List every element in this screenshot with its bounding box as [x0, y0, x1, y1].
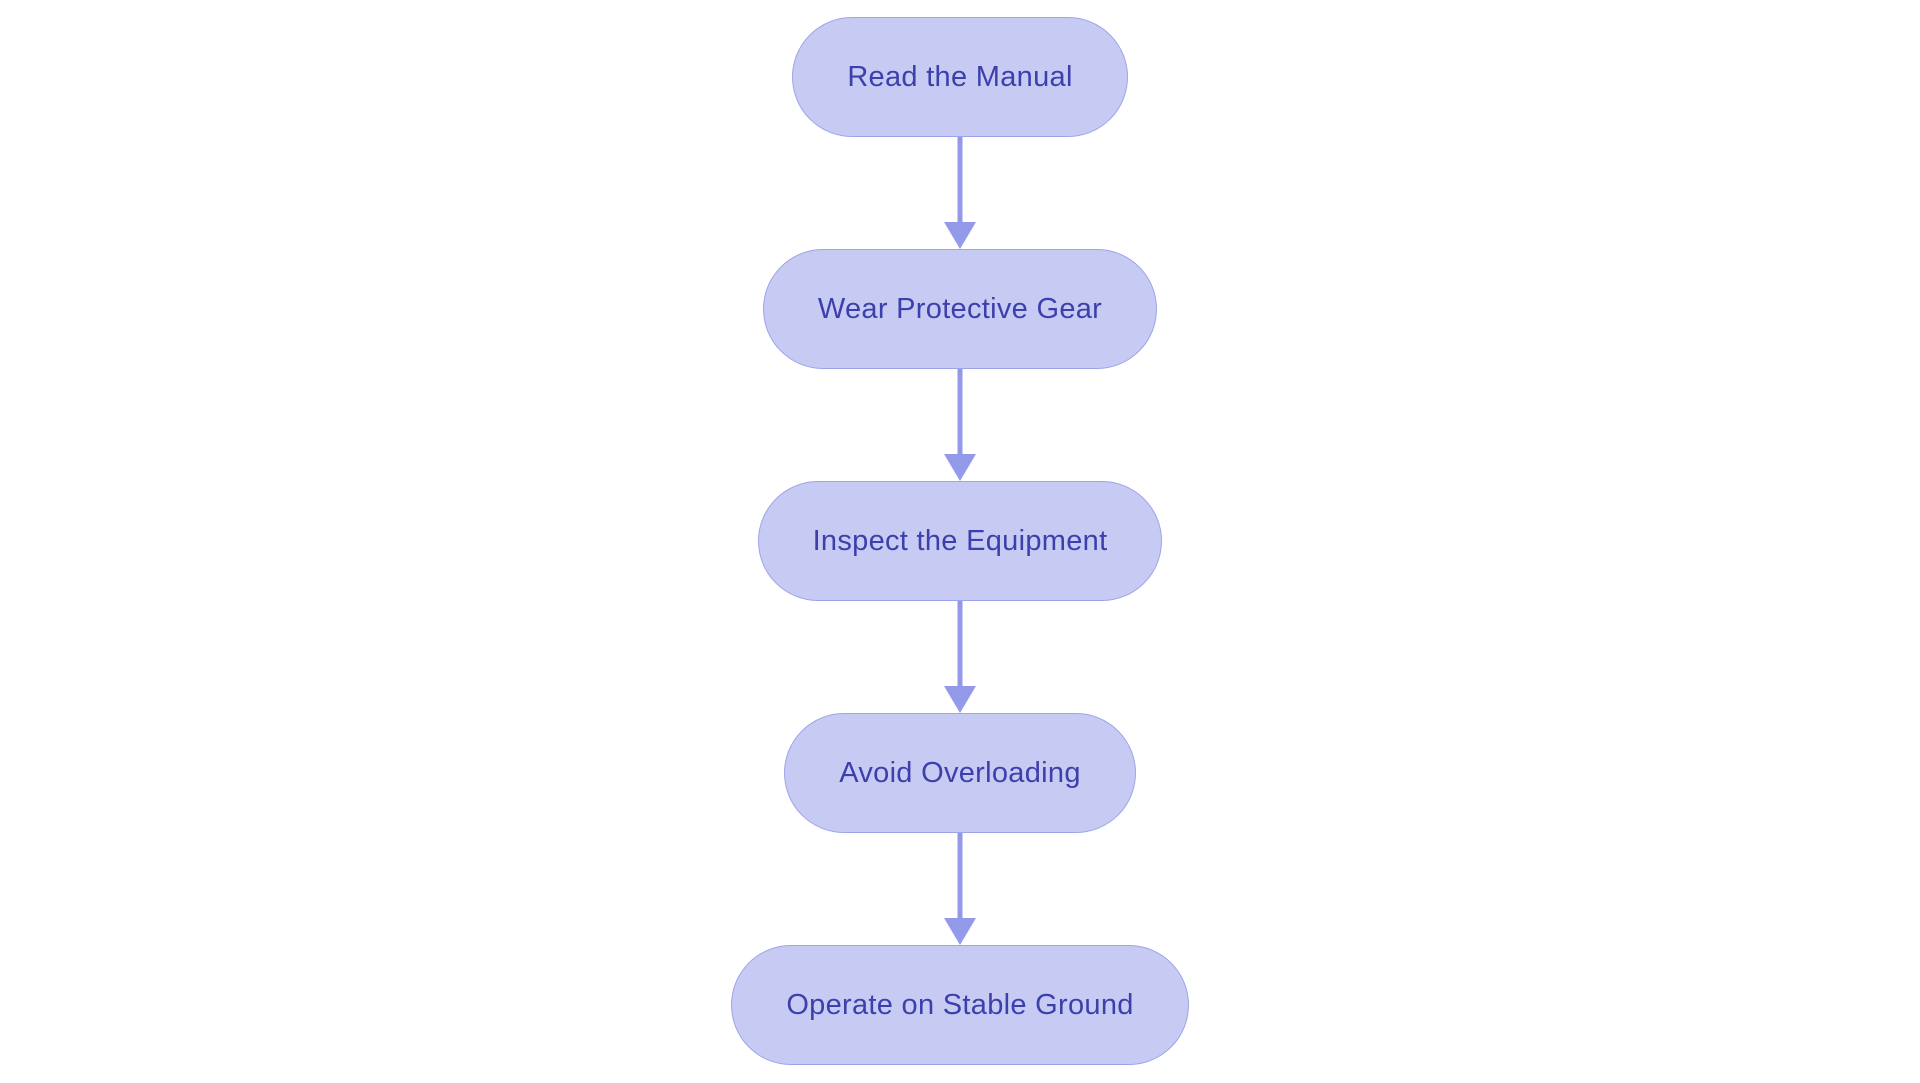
- flow-node-label: Inspect the Equipment: [812, 524, 1108, 557]
- flow-arrow: [943, 833, 977, 945]
- arrow-line-shape: [957, 601, 963, 687]
- arrow-head-icon: [944, 686, 976, 713]
- flow-arrow: [943, 601, 977, 713]
- arrow-head-icon: [944, 918, 976, 945]
- flow-node-label: Avoid Overloading: [839, 756, 1081, 789]
- flow-arrow: [943, 369, 977, 481]
- flow-node-n4: Avoid Overloading: [784, 713, 1136, 833]
- arrow-line-shape: [957, 833, 963, 919]
- flow-node-n2: Wear Protective Gear: [762, 249, 1158, 369]
- flow-arrow: [943, 137, 977, 249]
- flow-node-n5: Operate on Stable Ground: [731, 945, 1189, 1065]
- arrow-head-icon: [944, 454, 976, 481]
- flow-node-label: Wear Protective Gear: [817, 292, 1103, 325]
- flow-node-label: Read the Manual: [847, 60, 1073, 93]
- flow-node-n1: Read the Manual: [792, 17, 1128, 137]
- arrow-line-shape: [957, 137, 963, 223]
- flow-node-label: Operate on Stable Ground: [786, 988, 1134, 1021]
- arrow-line-shape: [957, 369, 963, 455]
- arrow-head-icon: [944, 222, 976, 249]
- flow-node-n3: Inspect the Equipment: [757, 481, 1163, 601]
